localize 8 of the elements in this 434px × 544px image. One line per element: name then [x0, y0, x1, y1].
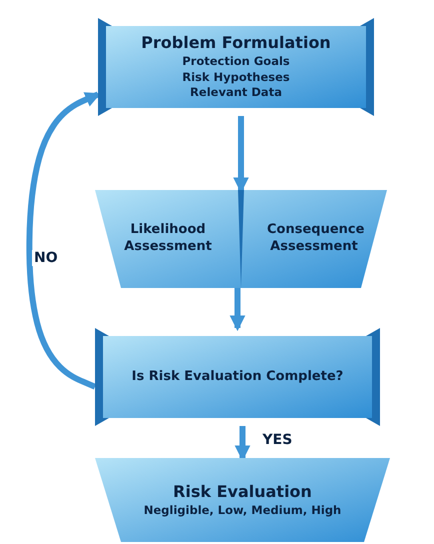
arrow	[230, 288, 246, 332]
edge-label: NO	[32, 250, 60, 266]
node-title: Problem Formulation	[140, 33, 332, 52]
node-text: Protection Goals Risk Hypotheses Relevant Data	[181, 54, 291, 101]
node-label: Likelihood Assessment	[123, 222, 213, 256]
node-text: Negligible, Low, Medium, High	[144, 502, 342, 518]
node-label: Is Risk Evaluation Complete?	[130, 368, 344, 386]
node-title: Risk Evaluation	[172, 482, 313, 501]
